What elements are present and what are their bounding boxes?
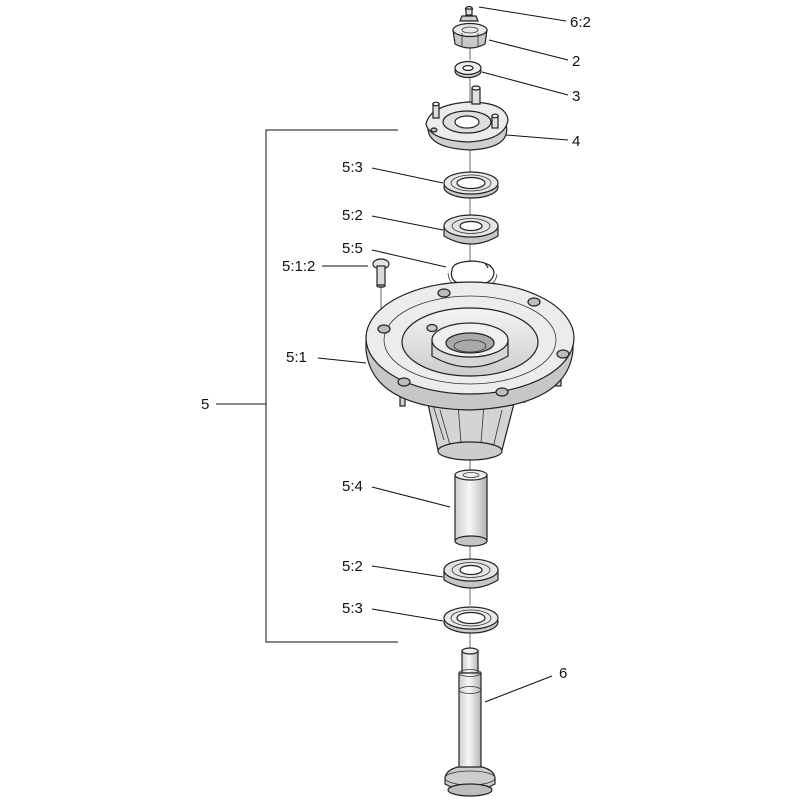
label-5-1-2: 5:1:2 <box>282 258 315 275</box>
bottom-seal-part <box>443 606 499 634</box>
part-labels: 6:2 2 3 4 5:3 5:2 5:5 5:1:2 5:1 5 5:4 5:… <box>201 14 591 682</box>
spindle-shaft-part <box>444 647 496 797</box>
label-6: 6 <box>559 665 567 682</box>
spacer-tube-part <box>454 469 488 547</box>
label-5: 5 <box>201 396 209 413</box>
bottom-bearing-part <box>443 558 499 589</box>
label-5-1: 5:1 <box>286 349 307 366</box>
label-5-3-top: 5:3 <box>342 159 363 176</box>
washer-part <box>454 60 482 79</box>
label-5-5: 5:5 <box>342 240 363 257</box>
leader-lines <box>317 6 569 703</box>
nut-part <box>452 22 488 49</box>
spindle-housing-part <box>365 281 575 461</box>
label-2: 2 <box>572 53 580 70</box>
label-5-2-top: 5:2 <box>342 207 363 224</box>
top-seal-part <box>443 171 499 199</box>
label-6-2: 6:2 <box>570 14 591 31</box>
label-5-3-bottom: 5:3 <box>342 600 363 617</box>
label-5-2-bottom: 5:2 <box>342 558 363 575</box>
bearing-cap-part <box>425 85 509 151</box>
label-4: 4 <box>572 133 580 150</box>
top-bearing-part <box>443 214 499 245</box>
label-5-4: 5:4 <box>342 478 363 495</box>
pin-part <box>372 258 390 288</box>
label-3: 3 <box>572 88 580 105</box>
grease-fitting-part <box>459 5 479 22</box>
assembly-bracket <box>216 129 398 643</box>
